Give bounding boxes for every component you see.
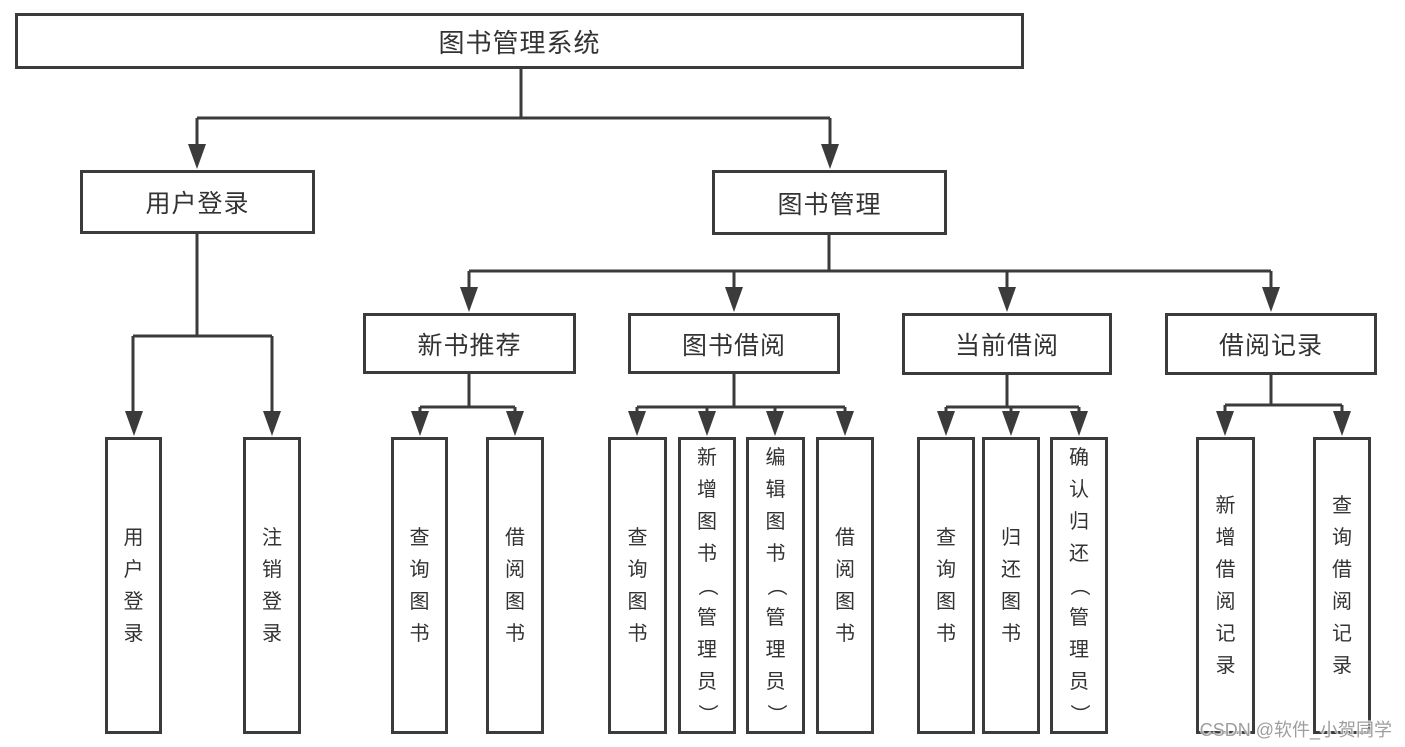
leaf-user-login: 用户登录 (105, 437, 162, 734)
leaf-edit-books-admin: 编辑图书（管理员） (746, 437, 805, 734)
leaf-query-books-current: 查询图书 (917, 437, 975, 734)
leaf-borrow-books: 借阅图书 (816, 437, 874, 734)
leaf-confirm-return-admin: 确认归还（管理员） (1050, 437, 1108, 734)
node-new-book-recommend: 新书推荐 (363, 313, 576, 374)
leaf-return-books: 归还图书 (982, 437, 1040, 734)
leaf-add-books-admin: 新增图书（管理员） (678, 437, 736, 734)
leaf-query-borrow-record: 查询借阅记录 (1313, 437, 1371, 734)
node-user-login: 用户登录 (80, 170, 315, 234)
leaf-query-books-recommend: 查询图书 (391, 437, 448, 734)
csdn-watermark: CSDN @软件_小贺同学 (1199, 720, 1392, 740)
leaf-borrow-books-recommend: 借阅图书 (486, 437, 544, 734)
node-book-borrowing: 图书借阅 (628, 313, 840, 374)
node-borrowing-records: 借阅记录 (1165, 313, 1377, 375)
leaf-query-books-borrowing: 查询图书 (608, 437, 667, 734)
leaf-add-borrow-record: 新增借阅记录 (1196, 437, 1255, 734)
node-root-library-management-system: 图书管理系统 (15, 13, 1024, 69)
node-book-management: 图书管理 (712, 170, 947, 235)
leaf-logout: 注销登录 (243, 437, 301, 734)
node-current-borrowing: 当前借阅 (902, 313, 1112, 375)
